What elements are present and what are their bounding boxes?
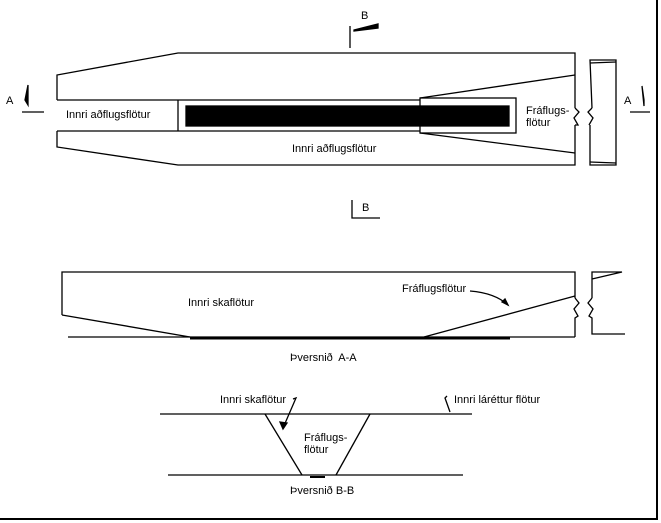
caption-bb: Þversnið B-B: [290, 485, 355, 497]
runway: [185, 105, 510, 127]
break-symbol: [573, 107, 580, 126]
takeoff-label-plan: Fráflugs- flötur: [526, 105, 570, 129]
plan-view: [22, 23, 650, 219]
inner-horizontal-label-bb: Innri láréttur flötur: [454, 394, 541, 406]
takeoff-label-bb: Fráflugs- flötur: [304, 432, 348, 456]
section-a-left-label: A: [6, 95, 14, 107]
plan-outline-bottom: [56, 125, 576, 166]
inner-approach-label-left: Innri aðflugsflötur: [66, 109, 151, 121]
clearway: [419, 97, 517, 134]
plan-outline-top: [56, 52, 576, 108]
inner-approach-label-bottom: Innri aðflugsflötur: [292, 143, 377, 155]
inner-transition-label-bb: Innri skaflötur: [220, 394, 287, 406]
section-a-right-label: A: [624, 95, 632, 107]
section-b-bottom-label: B: [362, 202, 370, 214]
pointer-arrow: [469, 290, 509, 306]
caption-aa: Þversnið A-A: [290, 352, 357, 364]
section-aa: [61, 271, 625, 340]
section-b-top-label: B: [361, 10, 369, 22]
section-bb: [160, 395, 472, 478]
section-b-bottom-marker: [351, 200, 380, 219]
inner-transition-label-aa: Innri skaflötur: [188, 297, 255, 309]
takeoff-label-aa: Fráflugsflötur: [402, 283, 467, 295]
